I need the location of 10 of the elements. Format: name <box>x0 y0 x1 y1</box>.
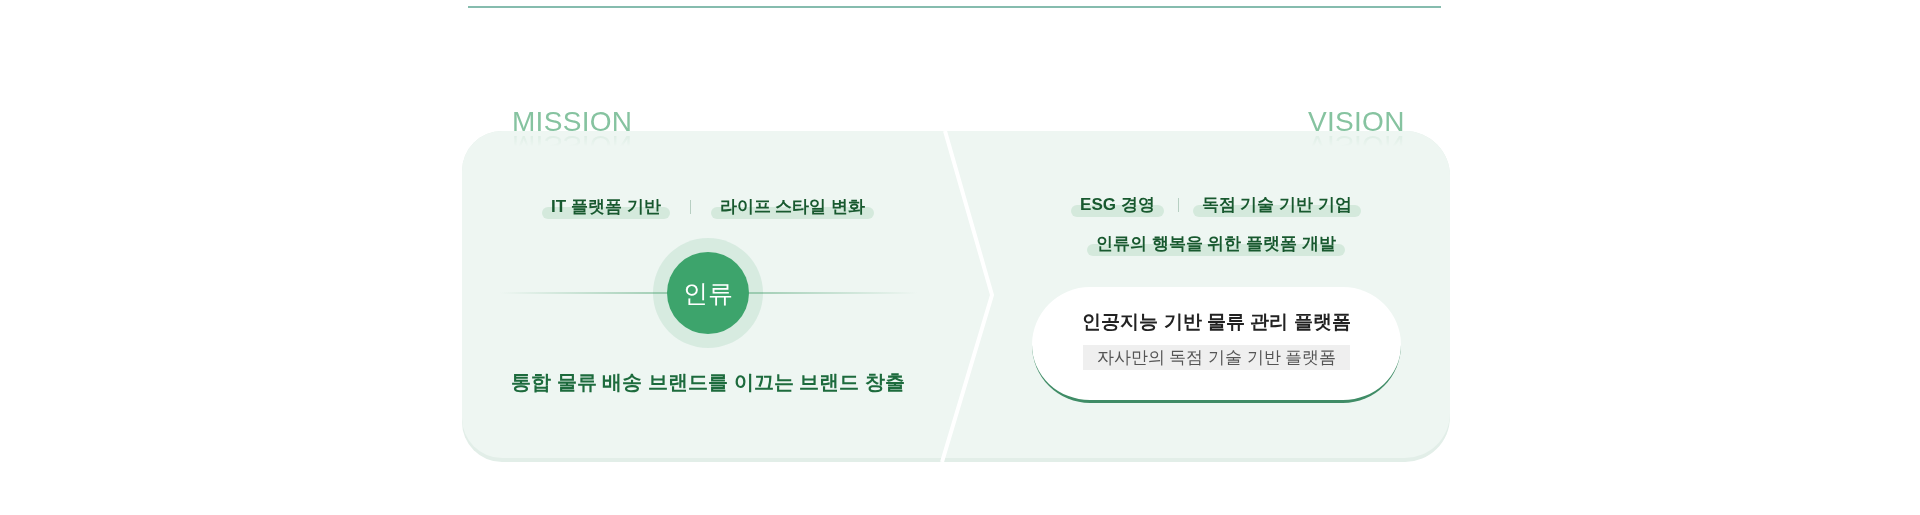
card-title: 인공지능 기반 물류 관리 플랫폼 <box>1082 310 1351 334</box>
panel-heading: MISSION <box>512 108 633 136</box>
highlighted-keyword: 라이프 스타일 변화 <box>710 194 874 220</box>
mission-statement: 통합 물류 배송 브랜드를 이끄는 브랜드 창출 <box>510 370 906 395</box>
highlighted-keyword: ESG 경영 <box>1071 192 1164 218</box>
subtitle-tag: 자사만의 독점 기술 기반 플랫폼 <box>1082 345 1351 370</box>
panel-heading: VISION <box>1308 108 1405 136</box>
highlighted-keyword: IT 플랫폼 기반 <box>542 194 670 220</box>
highlighted-keyword: 인류의 행복을 위한 플랫폼 개발 <box>1087 231 1345 257</box>
highlighted-keyword: 독점 기술 기반 기업 <box>1192 192 1361 218</box>
